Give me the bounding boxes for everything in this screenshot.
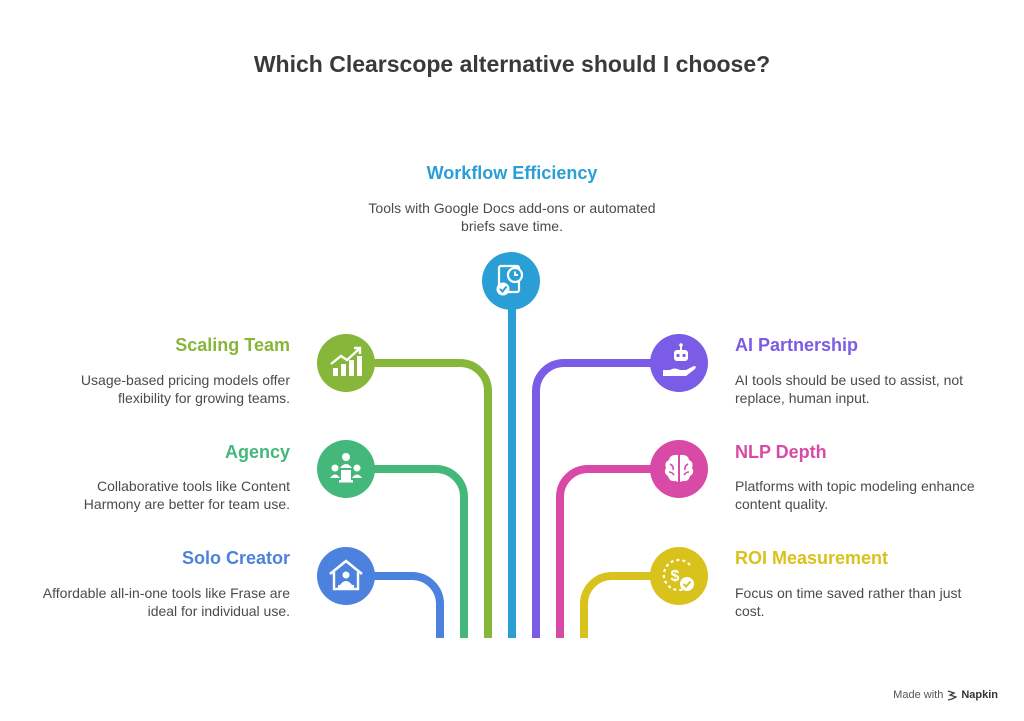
home-office-icon [317, 547, 375, 605]
connector-nlp [556, 465, 652, 638]
solo-creator-description: Affordable all-in-one tools like Frase a… [42, 585, 290, 619]
ai-partnership-heading: AI Partnership [735, 335, 859, 355]
robot-hand-icon [650, 334, 708, 392]
agency-description: Collaborative tools like Content Harmony… [83, 478, 290, 512]
nlp-depth-description: Platforms with topic modeling enhance co… [735, 478, 975, 512]
roi-measurement-heading: ROI Measurement [735, 548, 889, 568]
connector-solo [372, 572, 444, 638]
workflow-efficiency-heading: Workflow Efficiency [426, 163, 598, 183]
diagram-title: Which Clearscope alternative should I ch… [253, 51, 771, 77]
connector-roi [580, 572, 652, 638]
scaling-team-description: Usage-based pricing models offer flexibi… [80, 372, 290, 406]
connector-agency [372, 465, 468, 638]
roi-measurement-description: Focus on time saved rather than just cos… [735, 585, 962, 619]
connector-scaling [372, 359, 492, 638]
brain-icon [650, 440, 708, 498]
solo-creator-heading: Solo Creator [181, 548, 290, 568]
growth-chart-icon [317, 334, 375, 392]
footer-prefix: Made with [893, 689, 944, 701]
footer-brand: Napkin [961, 689, 998, 701]
connector-ai [532, 359, 652, 638]
workflow-efficiency-description: Tools with Google Docs add-ons or automa… [368, 200, 656, 234]
svg-text:$: $ [671, 568, 680, 585]
document-clock-icon [482, 252, 540, 310]
team-meeting-icon [317, 440, 375, 498]
agency-heading: Agency [224, 442, 290, 462]
footer-credit: Made with Napkin [893, 689, 998, 701]
napkin-logo-icon [948, 689, 958, 701]
nlp-depth-heading: NLP Depth [735, 442, 827, 462]
scaling-team-heading: Scaling Team [175, 335, 290, 355]
ai-partnership-description: AI tools should be used to assist, not r… [735, 372, 964, 406]
dollar-check-icon: $ [650, 547, 708, 605]
